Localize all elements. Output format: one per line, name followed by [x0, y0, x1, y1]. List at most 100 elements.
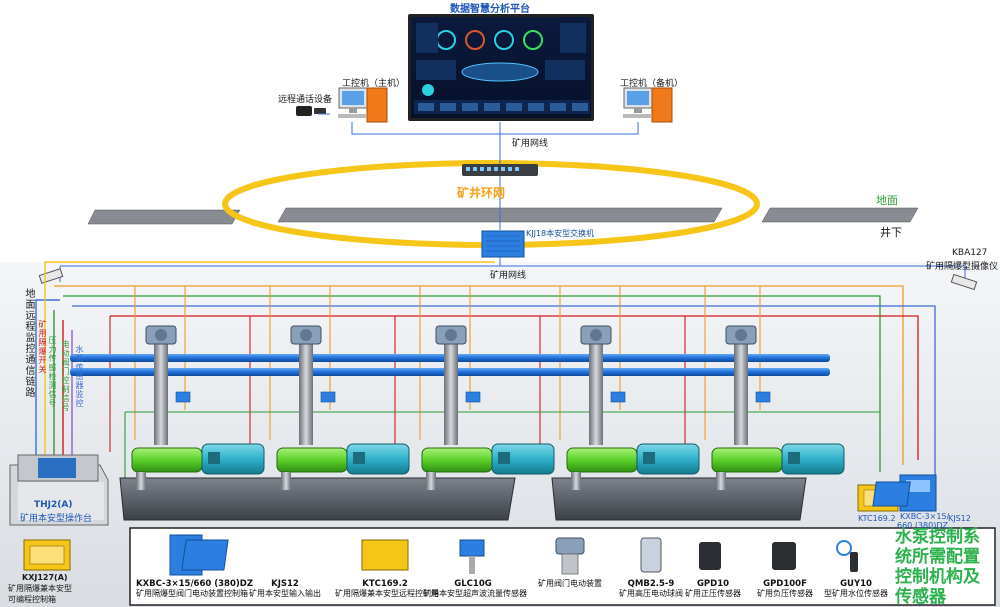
legend-item-name: 型矿用水位传感器 [824, 589, 888, 598]
legend-flowmeter-stem [469, 556, 475, 574]
flow-meter [755, 391, 771, 403]
ktc-label: KTC169.2 [858, 514, 896, 523]
pump-body [131, 447, 203, 473]
water-tank-left [119, 477, 516, 521]
legend-item-label: 矿用阀门电动装置 [520, 579, 620, 589]
underground-label: 井下 [880, 226, 902, 239]
legend-gpd10-icon [699, 542, 721, 570]
camera-model-label: KBA127 [952, 248, 988, 258]
controller-name-2: 可编程控制箱 [8, 595, 56, 604]
valve-handwheel [155, 329, 167, 341]
camera-name-label: 矿用隔爆型摄像仪 [926, 262, 999, 272]
legend-item-name: 矿用正压传感器 [685, 589, 741, 598]
riser-pipe [299, 340, 313, 445]
legend-item-name: 矿用隔爆型阀门电动装置控制箱 [136, 589, 248, 598]
legend-gpd100f-icon [772, 542, 796, 570]
legend-guy10-icon [850, 552, 858, 572]
workstation-backup [623, 87, 673, 123]
motor-terminal [353, 452, 365, 464]
platform-monitor [408, 14, 594, 121]
motor-terminal [208, 452, 220, 464]
suction-pipe [716, 472, 726, 490]
flow-meter [175, 391, 191, 403]
legend-item-name: 矿用本安型超声波流量传感器 [423, 589, 527, 598]
platform-title: 数据智慧分析平台 [450, 4, 530, 15]
console-name-label: 矿用本安型操作台 [20, 514, 93, 524]
motor-body [201, 443, 265, 475]
pump-unit [131, 325, 265, 490]
ground-slab-1 [87, 209, 241, 225]
valve-handwheel [590, 329, 602, 341]
water-tank-right [551, 477, 807, 521]
workstation-backup-label: 工控机（备机） [620, 79, 684, 89]
remote-call-device [296, 106, 326, 116]
camera-right [950, 273, 978, 291]
motor-terminal [498, 452, 510, 464]
flow-meter [465, 391, 481, 403]
legend-guy10-cable [836, 540, 852, 556]
legend-item-name: 矿用阀门电动装置 [538, 579, 602, 588]
riser-pipe [154, 340, 168, 445]
legend-ballvalve-icon [640, 537, 662, 573]
vlabel-valve: 电动阀门控制信号 [61, 340, 70, 412]
kjj18-switch [481, 230, 525, 258]
motor-body [636, 443, 700, 475]
workstation-main [338, 87, 388, 123]
vlabel-pressure: 压力传感检测信号 [48, 336, 57, 408]
legend-ktc-icon [361, 539, 409, 571]
pump-body [421, 447, 493, 473]
motor-terminal [788, 452, 800, 464]
core-switch [462, 164, 538, 176]
legend-actuator-icon [555, 537, 585, 555]
pump-units [131, 325, 845, 490]
legend-item-model: KXBC-3×15/660 (380)DZ [136, 579, 253, 589]
switch-label: KJJ18本安型交换机 [526, 229, 595, 238]
legend-item-model: GLC10G [454, 579, 492, 589]
console-model-label: THJ2(A) [34, 500, 73, 510]
operation-console [9, 454, 109, 526]
top-network-lines [318, 113, 639, 164]
valve-handwheel [300, 329, 312, 341]
kxbc-label-1: KXBC-3×15/ [900, 512, 950, 521]
flow-meter [610, 391, 626, 403]
bus-lines [54, 285, 936, 480]
console-signal-lines [35, 261, 495, 455]
pump-unit [711, 325, 845, 490]
kxbc-label-2: 660 (380)DZ [897, 521, 948, 530]
legend-item-name: 矿用负压传感器 [757, 589, 813, 598]
legend-icons [169, 534, 858, 576]
controller-name-1: 矿用隔爆兼本安型 [8, 584, 72, 593]
pump-unit [421, 325, 555, 490]
riser-pipe [589, 340, 603, 445]
mine-network-label: 矿用网线 [512, 139, 549, 149]
remote-call-label: 远程通话设备 [278, 95, 333, 105]
flow-meter [320, 391, 336, 403]
motor-body [346, 443, 410, 475]
motor-body [781, 443, 845, 475]
suction-pipe [281, 472, 291, 490]
ring-network-label: 矿井环网 [457, 186, 506, 200]
legend-item-model: KJS12 [271, 579, 299, 589]
kjs-label: KJS12 [948, 514, 971, 523]
vlabel-level: 水位传感器监控 [75, 345, 84, 408]
legend-item-model: QMB2.5-9 [627, 579, 675, 589]
workstation-main-label: 工控机（主机） [342, 79, 406, 89]
motor-terminal [643, 452, 655, 464]
legend-title: 水泵控制系统所需配置控制机构及传感器 [895, 527, 980, 607]
legend-valve-body [561, 553, 579, 575]
suction-pipe [426, 472, 436, 490]
valve-handwheel [735, 329, 747, 341]
ground-slab-3 [761, 207, 919, 223]
branch-lines [109, 286, 880, 478]
vlabel-switch-power: 矿用隔爆开关 [38, 320, 47, 374]
legend-item-model: KTC169.2 [362, 579, 408, 589]
legend-item-model: GPD100F [763, 579, 807, 589]
